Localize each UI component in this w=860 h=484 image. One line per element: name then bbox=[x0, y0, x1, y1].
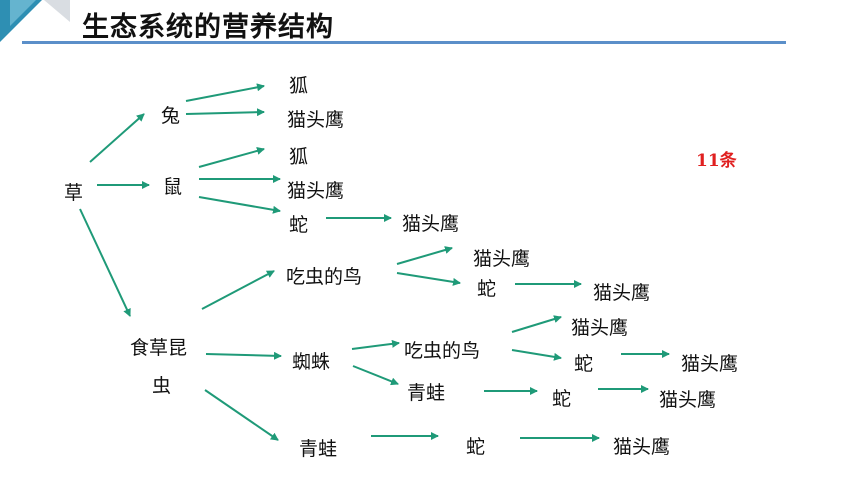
node-mty-5: 猫头鹰 bbox=[593, 282, 651, 304]
node-kunchong-line2: 虫 bbox=[152, 375, 172, 397]
node-mty-6: 猫头鹰 bbox=[571, 317, 629, 339]
node-zhizhu: 蜘蛛 bbox=[292, 351, 331, 373]
arrow-kunchong-zhizhu bbox=[205, 351, 282, 360]
arrow-niao-she-2 bbox=[511, 349, 562, 361]
node-wa-2: 青蛙 bbox=[299, 438, 338, 460]
node-mty-1: 猫头鹰 bbox=[287, 109, 345, 131]
node-kunchong-line1: 食草昆 bbox=[130, 337, 188, 359]
arrow-shu-she bbox=[198, 196, 281, 214]
node-hu-1: 狐 bbox=[289, 75, 309, 97]
node-mty-9: 猫头鹰 bbox=[613, 436, 671, 458]
title-divider bbox=[22, 41, 786, 44]
node-she-3: 蛇 bbox=[574, 353, 594, 375]
node-niao-1: 吃虫的鸟 bbox=[286, 266, 363, 288]
node-she-1: 蛇 bbox=[289, 214, 309, 236]
arrow-tu-hu bbox=[185, 83, 265, 102]
page-title: 生态系统的营养结构 bbox=[82, 12, 334, 43]
arrow-zhizhu-niao bbox=[351, 339, 400, 350]
arrow-kunchong-niao bbox=[201, 270, 275, 310]
node-niao-2: 吃虫的鸟 bbox=[404, 340, 481, 362]
arrow-cao-kunchong bbox=[79, 208, 131, 317]
node-tu: 兔 bbox=[161, 105, 181, 127]
node-she-5: 蛇 bbox=[466, 436, 486, 458]
arrow-shu-hu bbox=[198, 147, 265, 168]
arrow-kunchong-wa bbox=[204, 389, 279, 441]
node-mty-4: 猫头鹰 bbox=[473, 248, 531, 270]
node-cao: 草 bbox=[64, 182, 84, 204]
arrow-tu-mty bbox=[185, 108, 265, 117]
arrow-niao-she bbox=[396, 272, 461, 286]
arrow-cao-tu bbox=[89, 113, 145, 163]
node-mty-3: 猫头鹰 bbox=[402, 213, 460, 235]
arrow-niao-mty-2 bbox=[511, 315, 562, 333]
node-hu-2: 狐 bbox=[289, 146, 309, 168]
node-mty-7: 猫头鹰 bbox=[681, 353, 739, 375]
arrow-zhizhu-wa bbox=[352, 365, 399, 386]
node-she-2: 蛇 bbox=[477, 278, 497, 300]
node-wa-1: 青蛙 bbox=[407, 382, 446, 404]
food-chain-count: 11条 bbox=[696, 151, 737, 171]
node-mty-2: 猫头鹰 bbox=[287, 180, 345, 202]
node-mty-8: 猫头鹰 bbox=[659, 389, 717, 411]
corner-decoration bbox=[0, 0, 70, 42]
arrow-niao-mty bbox=[396, 246, 453, 265]
node-shu: 鼠 bbox=[163, 176, 183, 198]
node-she-4: 蛇 bbox=[552, 388, 572, 410]
